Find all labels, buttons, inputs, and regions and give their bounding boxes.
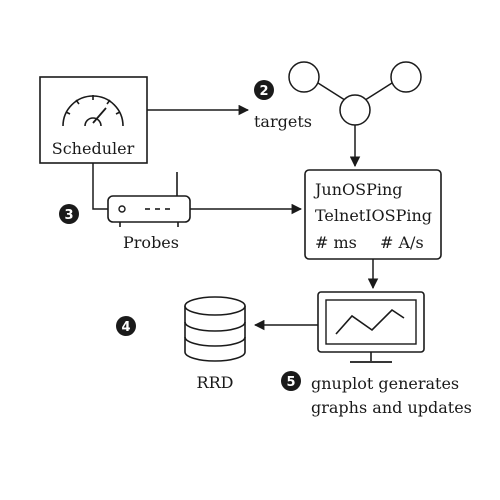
database-icon xyxy=(184,296,246,362)
step-2-badge: 2 xyxy=(254,80,274,100)
svg-text:4: 4 xyxy=(121,320,130,335)
step-4-badge: 4 xyxy=(116,316,136,336)
probe-box-metric-ms: # ms xyxy=(315,233,357,252)
gnuplot-label-line1: gnuplot generates xyxy=(311,374,459,393)
targets-label: targets xyxy=(254,112,312,131)
rrd-label: RRD xyxy=(197,373,234,392)
scheduler-to-router-line xyxy=(92,163,108,210)
probe-box-line1: JunOSPing xyxy=(313,180,403,199)
scheduler-node: Scheduler xyxy=(39,76,148,164)
scheduler-label: Scheduler xyxy=(52,139,135,158)
probe-box-line2: TelnetIOSPing xyxy=(315,206,432,225)
router-icon xyxy=(107,172,191,227)
gnuplot-label-line2: graphs and updates xyxy=(311,398,472,417)
probes-label: Probes xyxy=(123,233,179,252)
gauge-icon xyxy=(62,95,124,127)
monitor-icon xyxy=(317,291,425,363)
svg-text:3: 3 xyxy=(64,208,73,223)
svg-text:2: 2 xyxy=(259,84,268,99)
svg-text:5: 5 xyxy=(286,375,295,390)
step-3-badge: 3 xyxy=(59,204,79,224)
target-network-icon xyxy=(288,61,422,126)
probe-box: JunOSPing TelnetIOSPing # ms # A/s xyxy=(304,169,442,260)
step-5-badge: 5 xyxy=(281,371,301,391)
probe-box-metric-as: # A/s xyxy=(380,233,424,252)
